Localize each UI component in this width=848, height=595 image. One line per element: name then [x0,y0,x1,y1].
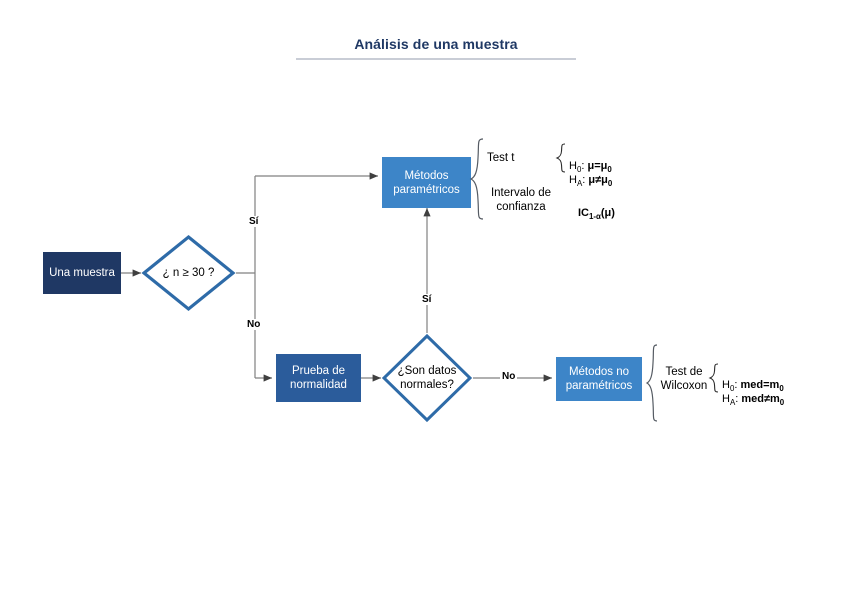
formula-test-t-ha-text: HA: μ≠μ0 [569,174,613,189]
edge-label-no-right: No [500,371,518,382]
formula-wilcoxon-h0: H0: med=m0 [722,364,784,396]
node-prueba-normalidad[interactable]: Prueba de normalidad [276,354,361,402]
node-metodos-parametricos-label: Métodos paramétricos [393,169,460,196]
formula-wilcoxon-h0-text: H0: med=m0 [722,379,784,394]
brace-nonparametric [645,344,658,422]
node-prueba-normalidad-label: Prueba de normalidad [290,365,347,391]
node-metodos-no-parametricos-label: Métodos no paramétricos [565,366,633,392]
annotation-test-wilcoxon: Test de Wilcoxon [660,366,708,392]
formula-test-t-h0: H0: μ=μ0 [569,145,612,177]
node-una-muestra[interactable]: Una muestra [43,252,121,294]
formula-confidence-interval: IC1-α(μ) [578,192,615,224]
formula-test-t-h0-text: H0: μ=μ0 [569,160,612,175]
edge-label-no-down: No [245,319,263,330]
node-metodos-no-parametricos[interactable]: Métodos no paramétricos [556,357,642,401]
page-title: Análisis de una muestra [354,36,518,52]
decision-n-ge-30[interactable]: ¿ n ≥ 30 ? [141,234,236,312]
formula-test-t-ha: HA: μ≠μ0 [569,159,612,191]
formula-confidence-interval-text: IC1-α(μ) [578,207,615,222]
brace-test-t-hypotheses [555,143,566,173]
decision-son-datos-normales[interactable]: ¿Son datos normales? [381,333,473,423]
node-metodos-parametricos[interactable]: Métodos paramétricos [382,157,471,208]
brace-wilcoxon-hypotheses [708,363,719,393]
title-divider [296,58,576,60]
annotation-test-t: Test t [487,152,515,164]
decision-son-datos-normales-label: ¿Son datos normales? [397,365,457,391]
edge-label-si-up: Sí [420,294,434,305]
formula-wilcoxon-ha: HA: med≠m0 [722,378,784,410]
node-una-muestra-label: Una muestra [49,267,115,279]
formula-wilcoxon-ha-text: HA: med≠m0 [722,393,785,408]
brace-parametric [469,138,484,220]
decision-n-ge-30-label: ¿ n ≥ 30 ? [162,267,215,279]
annotation-intervalo-confianza: Intervalo de confianza [490,187,552,213]
edge-label-si-top: Sí [247,216,261,227]
